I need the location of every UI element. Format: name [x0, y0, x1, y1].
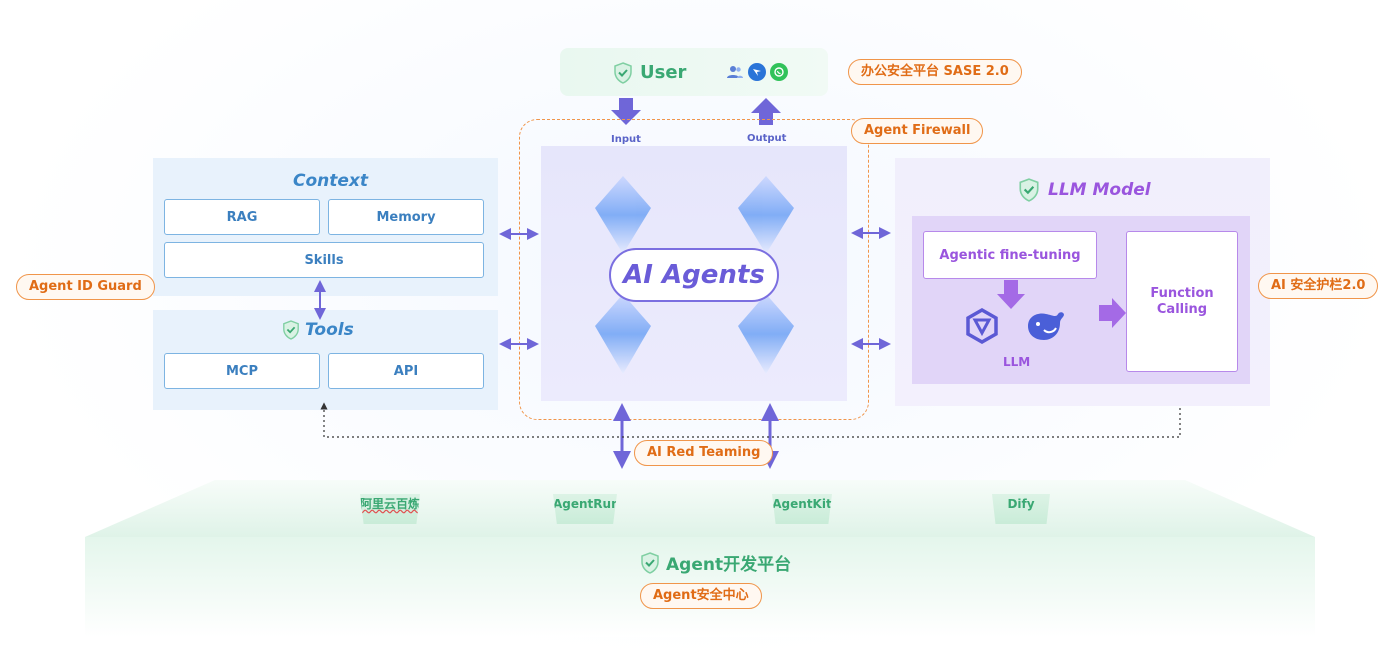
whatsapp-icon — [770, 63, 788, 81]
shield-check-icon — [641, 551, 659, 574]
tools-cell-mcp[interactable]: MCP — [164, 353, 320, 389]
crystal-decorations — [595, 176, 794, 374]
agentic-finetuning-cell[interactable]: Agentic fine-tuning — [923, 231, 1097, 279]
context-cell-skills[interactable]: Skills — [164, 242, 484, 278]
down-arrow-icon — [997, 280, 1025, 309]
badge-sase: 办公安全平台 SASE 2.0 — [848, 59, 1022, 85]
platform-tab-agentkit[interactable]: AgentKit — [772, 494, 832, 524]
qwen-logo-icon — [966, 308, 998, 344]
platform-title: Agent开发平台 — [640, 550, 791, 575]
right-arrow-icon — [1099, 298, 1126, 328]
tools-cell-api[interactable]: API — [328, 353, 484, 389]
badge-firewall: Agent Firewall — [851, 118, 984, 144]
input-label: Input — [611, 134, 641, 145]
badge-id-guard: Agent ID Guard — [16, 274, 155, 300]
ai-agents-node[interactable]: AI Agents — [609, 248, 779, 302]
platform-tab-agentrun[interactable]: AgentRun — [553, 494, 617, 524]
deepseek-logo-icon — [1028, 312, 1064, 340]
shield-check-icon — [1019, 178, 1039, 202]
context-title: Context — [293, 171, 369, 191]
badge-red-teaming: AI Red Teaming — [634, 440, 774, 466]
tools-title: Tools — [282, 320, 354, 340]
context-cell-memory[interactable]: Memory — [328, 199, 484, 235]
output-arrow-icon — [751, 98, 781, 125]
llm-label: LLM — [1003, 355, 1031, 369]
users-icon — [726, 63, 744, 81]
shield-check-icon — [283, 320, 299, 340]
output-label: Output — [747, 133, 787, 144]
llm-title: LLM Model — [1018, 178, 1151, 202]
shield-check-icon — [614, 62, 632, 84]
platform-tab-bailian[interactable]: 阿里云百炼 — [360, 494, 420, 524]
dingtalk-icon — [748, 63, 766, 81]
context-cell-rag[interactable]: RAG — [164, 199, 320, 235]
platform-tab-dify[interactable]: Dify — [992, 494, 1050, 524]
user-label: User — [640, 62, 687, 83]
app-icons — [726, 63, 788, 81]
firewall-boundary — [519, 119, 869, 420]
badge-security-center: Agent安全中心 — [640, 583, 762, 609]
badge-guardrail: AI 安全护栏2.0 — [1258, 273, 1379, 299]
function-calling-cell[interactable]: Function Calling — [1126, 231, 1238, 372]
input-arrow-icon — [611, 98, 641, 125]
